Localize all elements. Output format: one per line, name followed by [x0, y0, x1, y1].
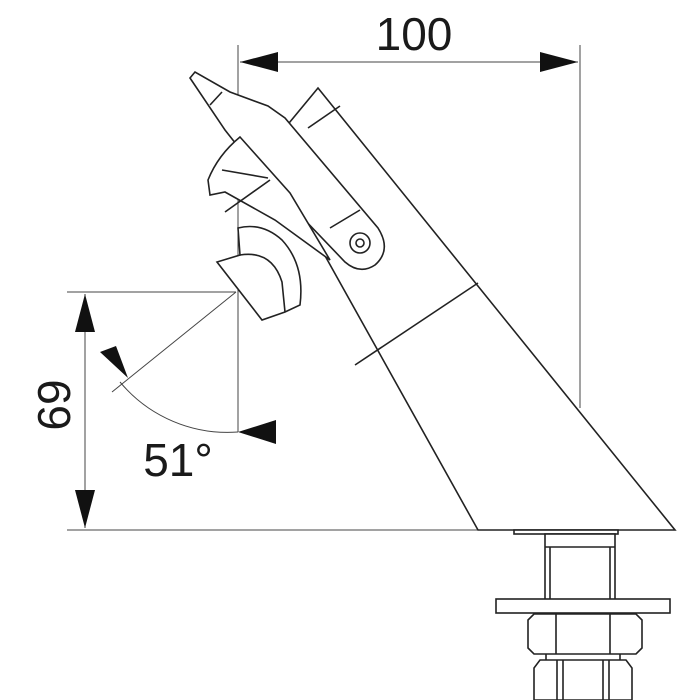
- sensor-housing: [207, 135, 331, 261]
- faucet-body: [274, 86, 677, 531]
- lever-handle[interactable]: [189, 70, 386, 271]
- width-dimension: 100: [240, 8, 578, 72]
- height-label: 69: [28, 379, 80, 430]
- mounting-hardware: [495, 529, 671, 700]
- angle-label: 51°: [143, 434, 213, 486]
- height-dimension: 69: [28, 294, 95, 528]
- angle-dimension: 51°: [100, 346, 276, 486]
- width-label: 100: [376, 8, 453, 60]
- spout-outlet: [215, 225, 302, 321]
